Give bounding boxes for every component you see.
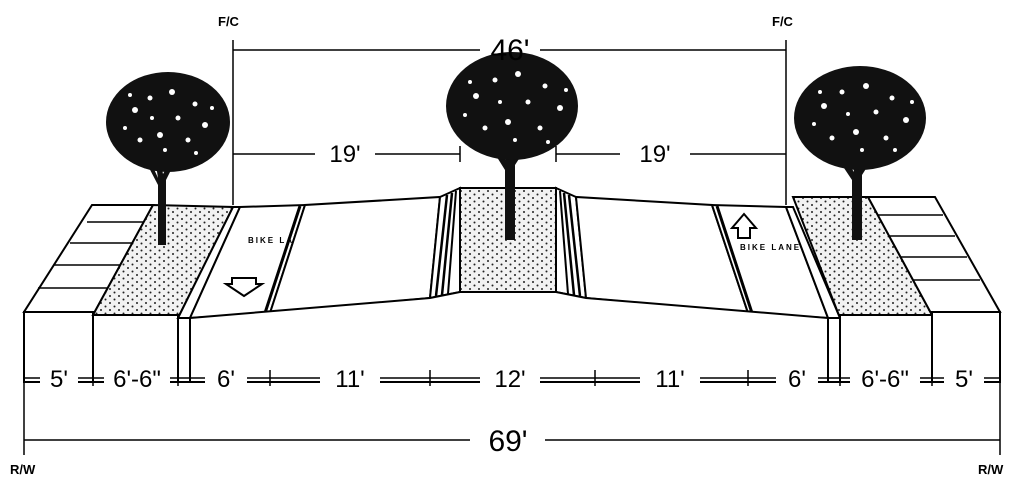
segment-label: 12' — [494, 366, 525, 393]
rw-left-label: R/W — [10, 462, 36, 477]
half-left-dimension: 19' — [329, 141, 360, 168]
segment-label-backgrounds — [40, 364, 984, 392]
segment-label: 11' — [655, 366, 685, 393]
tree-icon — [794, 66, 926, 240]
arrow-down-icon — [222, 277, 266, 298]
fc-left-label: F/C — [218, 14, 240, 29]
segment-label: 6'-6" — [113, 366, 161, 393]
road-front-face — [189, 291, 829, 383]
segment-labels: 5' 6'-6" 6' 11' 12' 11' 6' 6'-6" 5' — [50, 366, 973, 393]
total-row-dimension: 69' — [488, 425, 527, 458]
segment-label: 5' — [955, 366, 973, 393]
segment-label: 6' — [217, 366, 235, 393]
tree-icon — [446, 52, 578, 240]
segment-label: 5' — [50, 366, 68, 393]
arrow-up-icon — [729, 212, 759, 239]
fc-right-label: F/C — [772, 14, 794, 29]
curb-to-curb-dimension: 46' — [490, 34, 529, 67]
segment-label: 11' — [335, 366, 365, 393]
segment-label: 6'-6" — [861, 366, 909, 393]
rw-right-label: R/W — [978, 462, 1004, 477]
tree-icon — [106, 72, 230, 245]
segment-label: 6' — [788, 366, 806, 393]
left-bike-lane-text: BIKE LANE — [248, 236, 309, 245]
half-right-dimension: 19' — [639, 141, 670, 168]
right-bike-lane-text: BIKE LANE — [740, 243, 801, 252]
